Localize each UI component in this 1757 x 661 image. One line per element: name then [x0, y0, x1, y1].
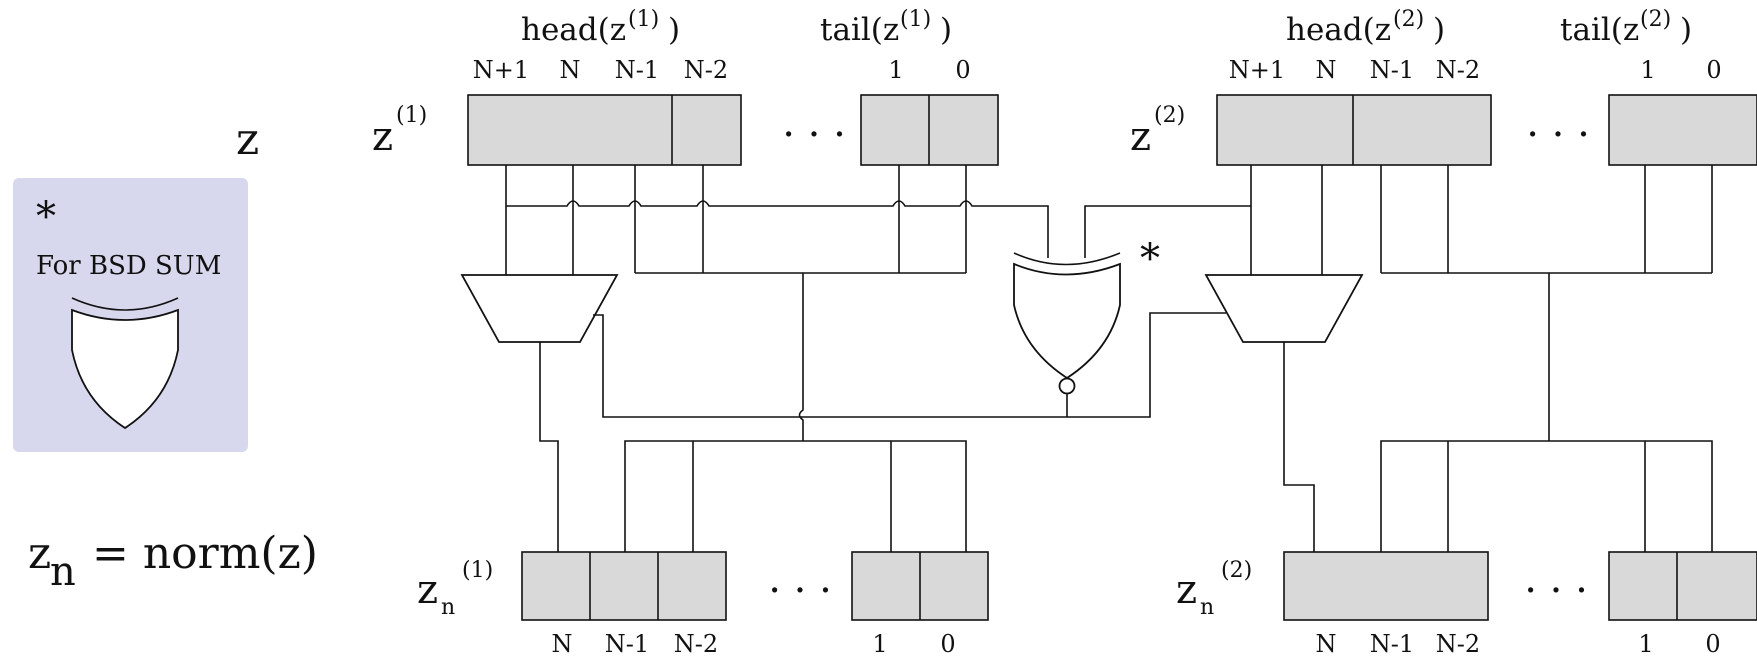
z1-head-label: head(z [521, 12, 626, 48]
z1-tail-header: tail(z (1) ) [820, 7, 952, 48]
z1-head-close: ) [668, 12, 680, 48]
z1-tail-close: ) [940, 12, 952, 48]
z2-tail-sup: (2) [1640, 7, 1671, 32]
z2-head-label: head(z [1286, 12, 1391, 48]
zn1-name: z [417, 567, 438, 613]
mux-2 [1204, 274, 1364, 343]
zn2-bit-n: N [1316, 630, 1337, 658]
z2-dots: . . . [1526, 100, 1590, 146]
z2-head-block [1216, 94, 1492, 166]
z2-bit-n-plus-1: N+1 [1229, 56, 1285, 84]
z2-bit-n: N [1316, 56, 1337, 84]
z2-bit-n-minus-1: N-1 [1370, 56, 1414, 84]
z1-bit-1: 1 [888, 56, 903, 84]
zn2-bit-n-minus-1: N-1 [1370, 630, 1414, 658]
zn1-bit-n-minus-1: N-1 [605, 630, 649, 658]
legend-box: * For BSD SUM [13, 178, 248, 452]
xnor-body [1013, 262, 1121, 380]
legend-background [13, 178, 248, 452]
z1-tail-sup: (1) [900, 7, 931, 32]
zn1-bit-n-minus-2: N-2 [674, 630, 718, 658]
zn2-tail-block [1608, 551, 1757, 621]
legend-asterisk: * [36, 194, 56, 240]
zn2-register: . . . [1283, 551, 1757, 621]
z1-wiring [460, 165, 1226, 552]
xor-gate-icon [71, 297, 179, 430]
norm-rhs: = norm(z) [78, 528, 318, 579]
z1-head-header: head(z (1) ) [521, 7, 680, 48]
z-symbol: z [236, 114, 259, 165]
z2-register-label: z (2) [1130, 103, 1185, 160]
z1-bit-0: 0 [955, 56, 970, 84]
z2-tail-label: tail(z [1560, 12, 1639, 48]
z2-bit-n-minus-2: N-2 [1436, 56, 1480, 84]
zn2-bit-indices: N N-1 N-2 1 0 [1316, 630, 1721, 658]
zn2-sup: (2) [1221, 558, 1252, 583]
zn1-bit-n: N [552, 630, 573, 658]
xnor-gate: * [1013, 205, 1251, 417]
zn2-bit-1: 1 [1638, 630, 1653, 658]
z1-head-sup: (1) [628, 7, 659, 32]
z2-register: . . . [1216, 94, 1757, 166]
zn1-bit-1: 1 [872, 630, 887, 658]
zn2-name: z [1176, 567, 1197, 613]
legend-text: For BSD SUM [36, 251, 221, 281]
z2-wiring [1204, 165, 1713, 552]
zn-subscript: n [50, 549, 76, 595]
zn2-register-label: z n (2) [1176, 558, 1252, 620]
z1-register-label: z (1) [372, 103, 427, 160]
zn1-sub: n [441, 595, 455, 620]
zn2-bit-n-minus-2: N-2 [1436, 630, 1480, 658]
mux-1 [460, 274, 619, 343]
z1-head-block [467, 94, 742, 166]
zn1-register: . . . [521, 551, 989, 621]
z2-bit-0: 0 [1706, 56, 1721, 84]
zn1-register-label: z n (1) [417, 558, 493, 620]
zn1-dots: . . . [768, 556, 832, 602]
z1-sup: (1) [396, 103, 427, 128]
zn1-sup: (1) [462, 558, 493, 583]
z1-bit-indices: N+1 N N-1 N-2 1 0 [473, 56, 971, 84]
zn-letter: z [28, 528, 51, 579]
zn1-bit-0: 0 [940, 630, 955, 658]
xnor-asterisk-marker: * [1140, 236, 1160, 282]
z1-name: z [372, 114, 393, 160]
z2-tail-header: tail(z (2) ) [1560, 7, 1692, 48]
z1-register: . . . [467, 94, 999, 166]
zn2-sub: n [1200, 595, 1214, 620]
z2-head-header: head(z (2) ) [1286, 7, 1445, 48]
zn1-bit-indices: N N-1 N-2 1 0 [552, 630, 956, 658]
z1-bit-n-plus-1: N+1 [473, 56, 529, 84]
z2-bit-indices: N+1 N N-1 N-2 1 0 [1229, 56, 1722, 84]
z2-tail-block [1608, 94, 1757, 166]
z1-tail-label: tail(z [820, 12, 899, 48]
norm-equation: z n = norm(z) [28, 528, 318, 595]
xnor-bubble [1058, 377, 1076, 395]
z2-sup: (2) [1154, 103, 1185, 128]
z2-bit-1: 1 [1640, 56, 1655, 84]
z1-bit-n: N [560, 56, 581, 84]
zn2-bit-0: 0 [1705, 630, 1720, 658]
z1-bit-n-minus-1: N-1 [615, 56, 659, 84]
zn1-head-block [521, 551, 727, 621]
z2-head-sup: (2) [1393, 7, 1424, 32]
zn2-head-block [1283, 551, 1489, 621]
z1-dots: . . . [782, 100, 846, 146]
z2-name: z [1130, 114, 1151, 160]
zn2-dots: . . . [1524, 556, 1588, 602]
z2-tail-close: ) [1680, 12, 1692, 48]
z2-head-close: ) [1433, 12, 1445, 48]
z1-bit-n-minus-2: N-2 [684, 56, 728, 84]
